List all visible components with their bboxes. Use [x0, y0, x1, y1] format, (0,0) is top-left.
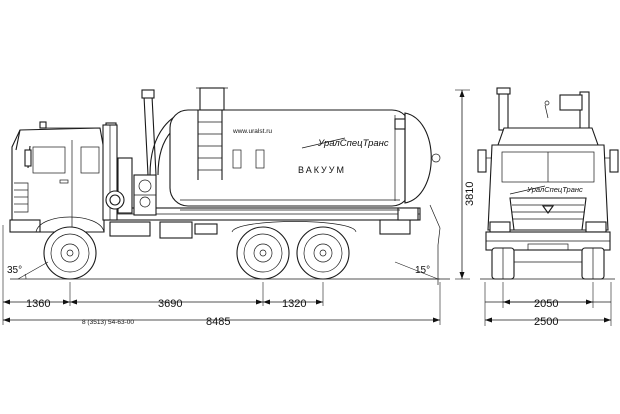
brand-logo: УралСпецТранс	[301, 137, 389, 149]
svg-text:2050: 2050	[534, 298, 558, 310]
dim-wheelbase-2: 1320	[263, 298, 323, 310]
dim-wheelbase-1: 3690	[70, 298, 263, 310]
truck-cab	[9, 121, 118, 233]
pump-equipment	[105, 89, 193, 216]
front-wheel	[35, 216, 105, 280]
svg-text:УралСпецТранс: УралСпецТранс	[526, 185, 583, 194]
dim-height: 3810	[459, 90, 476, 279]
front-brand-logo: УралСпецТранс	[509, 185, 583, 195]
vacuum-tank	[169, 87, 441, 246]
svg-text:3810: 3810	[464, 182, 476, 206]
dim-width: 2500	[485, 316, 611, 328]
dim-front-overhang: 1360	[3, 298, 70, 310]
svg-text:3690: 3690	[158, 298, 182, 310]
svg-text:2500: 2500	[534, 316, 558, 328]
departure-angle: 15°	[394, 245, 440, 285]
svg-text:15°: 15°	[415, 265, 430, 276]
rear-wheel-2	[296, 226, 350, 280]
chassis-frame	[59, 207, 421, 239]
svg-text:35°: 35°	[7, 265, 22, 276]
svg-text:УралСпецТранс: УралСпецТранс	[317, 138, 389, 149]
rear-wheel-1	[236, 226, 290, 280]
grille	[509, 197, 587, 231]
website-text: www.uralst.ru	[232, 128, 272, 135]
side-view: www.uralst.ru УралСпецТранс ВАКУУМ	[2, 87, 476, 328]
svg-text:8485: 8485	[206, 316, 230, 328]
phone-text: 8 (3513) 54-63-00	[82, 319, 134, 326]
front-view: УралСпецТранс	[477, 87, 619, 328]
tank-label: ВАКУУМ	[298, 165, 346, 175]
dim-total-length: 8 (3513) 54-63-00 8485	[3, 316, 440, 328]
ladder	[197, 110, 223, 180]
approach-angle: 35°	[7, 261, 49, 280]
dim-track: 2050	[485, 298, 611, 310]
svg-text:1320: 1320	[282, 298, 306, 310]
svg-text:1360: 1360	[26, 298, 50, 310]
